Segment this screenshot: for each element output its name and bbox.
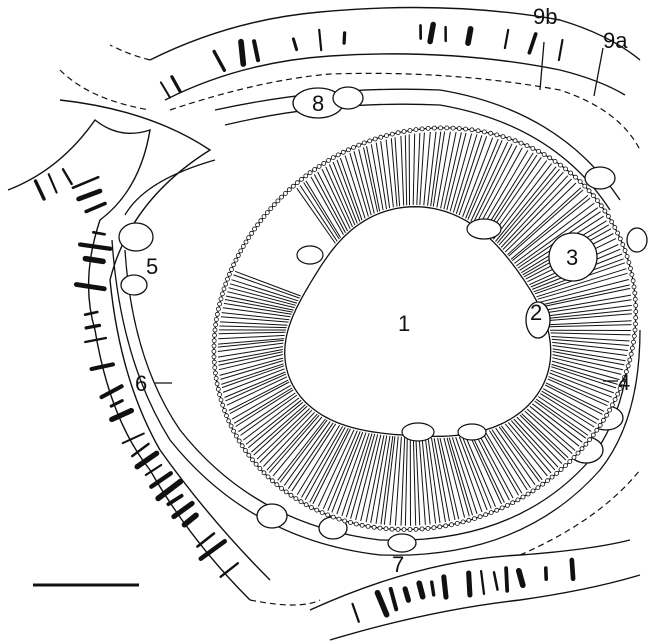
- label-cell-3: 3: [566, 245, 578, 270]
- vesicle: [627, 228, 647, 252]
- label-region-5: 5: [146, 254, 158, 279]
- vesicle: [257, 504, 287, 528]
- label-layer-9b: 9b: [533, 4, 557, 29]
- label-region-7: 7: [392, 552, 404, 577]
- label-vesicle-8: 8: [312, 91, 324, 116]
- vesicle: [121, 275, 147, 295]
- label-layer-6: 6: [135, 371, 147, 396]
- label-layer-9a: 9a: [603, 28, 628, 53]
- label-layer-4: 4: [618, 370, 630, 395]
- vesicle: [585, 167, 615, 189]
- label-cavity-2: 2: [530, 300, 542, 325]
- label-lumen: 1: [398, 311, 410, 336]
- vesicle: [333, 87, 363, 109]
- radial-epithelium: [212, 126, 638, 532]
- vesicle: [388, 534, 416, 552]
- vesicle: [119, 223, 153, 251]
